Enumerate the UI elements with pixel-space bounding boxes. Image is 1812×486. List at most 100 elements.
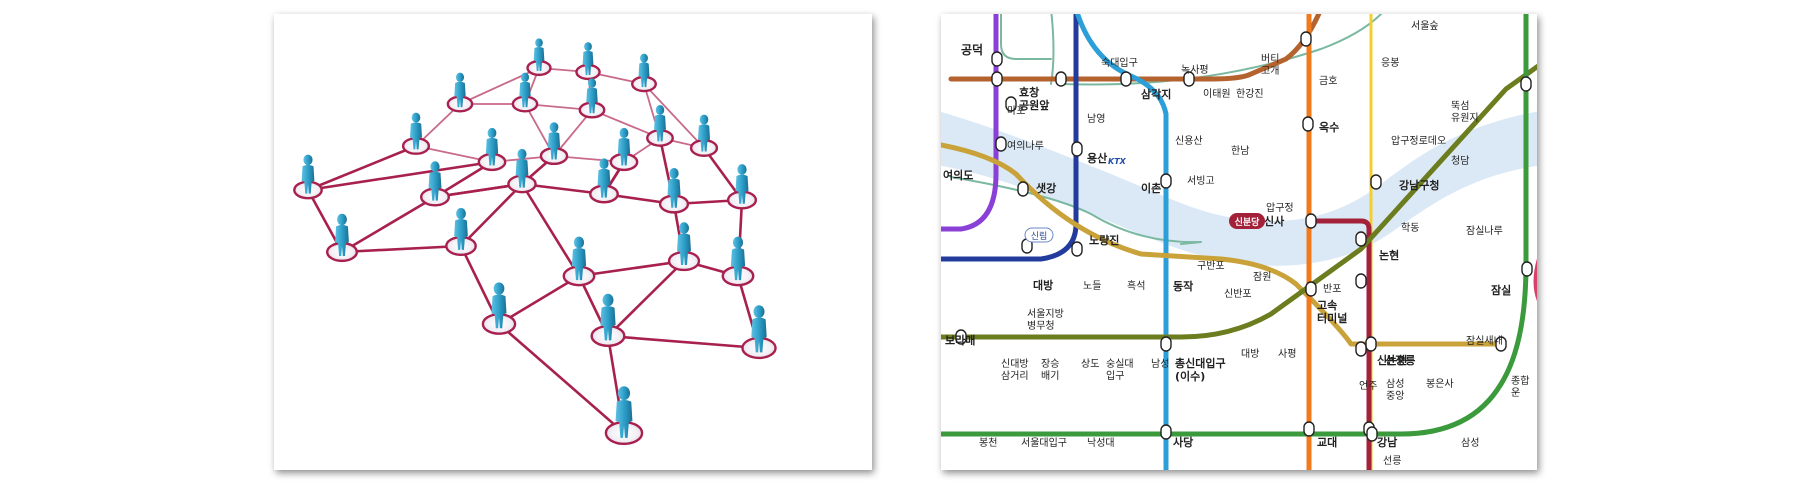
network-node — [646, 105, 674, 147]
station-label-cheongdam: 청담 — [1451, 155, 1469, 167]
station-label-hakdong: 학동 — [1401, 222, 1419, 234]
network-edge — [497, 322, 626, 435]
network-edge — [606, 334, 761, 350]
station-marker — [1303, 421, 1315, 437]
station-marker — [1160, 424, 1172, 440]
station-marker — [991, 51, 1003, 67]
station-label-hangangjin: 한강진 — [1236, 88, 1264, 100]
line-gyeongui-top — [1000, 14, 1052, 60]
network-node — [401, 112, 431, 155]
sillim-badge: 신림 — [1024, 227, 1054, 243]
station-label-daebang2: 대방 — [1241, 348, 1259, 360]
network-node — [658, 167, 690, 214]
station-marker — [1300, 31, 1312, 47]
station-marker — [1305, 213, 1317, 229]
station-marker — [1355, 231, 1367, 247]
network-node — [631, 53, 657, 93]
station-label-jamsilnaru: 잠실나루 — [1466, 225, 1503, 237]
station-label-yeouinaru: 여의나루 — [1007, 140, 1044, 152]
network-edge — [606, 259, 686, 338]
station-label-heukseok: 흑석 — [1127, 279, 1145, 292]
station-label-ichon: 이촌 — [1141, 181, 1161, 195]
station-label-bongcheon: 봉천 — [979, 437, 997, 449]
station-label-yeouido: 여의도 — [943, 168, 973, 182]
line-2 — [941, 14, 1529, 437]
line-5 — [941, 14, 999, 232]
network-node — [511, 72, 539, 113]
station-marker — [955, 329, 967, 345]
line-9 — [941, 142, 1504, 347]
station-label-noksapyeong: 녹사평 — [1181, 64, 1209, 76]
network-edge — [643, 83, 705, 149]
station-label-gubanpo: 구반포 — [1197, 260, 1225, 272]
network-node — [604, 386, 644, 446]
station-label-eonju: 언주 — [1359, 380, 1377, 392]
station-label-apgujeong: 압구정 — [1266, 201, 1294, 214]
network-node — [562, 236, 596, 287]
station-label-sookdae: 숙대입구 — [1101, 56, 1138, 69]
station-marker — [1055, 71, 1067, 87]
station-marker — [1520, 76, 1532, 92]
station-label-gongdeok: 공덕 — [961, 42, 983, 57]
network-node — [539, 122, 569, 166]
network-node — [726, 164, 758, 210]
station-label-banpo: 반포 — [1323, 283, 1341, 295]
network-node — [507, 148, 537, 194]
station-marker — [1305, 281, 1317, 297]
station-label-samseong: 삼성 — [1461, 437, 1479, 449]
station-label-bongeunsa: 봉은사 — [1426, 378, 1454, 390]
station-label-jamwon: 잠원 — [1253, 271, 1271, 283]
line-extra — [1533, 258, 1537, 301]
network-edge — [306, 160, 494, 192]
station-label-oksu: 옥수 — [1319, 121, 1339, 134]
station-marker — [1521, 261, 1533, 277]
network-edge — [306, 144, 418, 192]
network-edge — [459, 182, 524, 248]
station-marker — [1302, 116, 1314, 132]
station-marker — [1017, 181, 1029, 197]
station-label-sinsa: 신사 — [1264, 214, 1285, 228]
network-diagram-panel — [274, 14, 872, 470]
network-node — [419, 161, 451, 207]
station-label-nodeul: 노들 — [1083, 280, 1101, 292]
line-airport — [1050, 14, 1055, 85]
network-node — [446, 72, 474, 113]
line-gyeongui — [950, 176, 1202, 245]
station-label-jamsilsaenae: 잠실새내 — [1466, 335, 1503, 347]
network-node — [578, 78, 606, 119]
network-node — [609, 127, 639, 172]
station-label-dongjak: 동작 — [1173, 279, 1193, 293]
han-river — [941, 111, 1537, 266]
station-label-seoulsup: 서울숲 — [1411, 20, 1439, 32]
station-label-seobinggo: 서빙고 — [1187, 175, 1215, 187]
station-label-jamsil: 잠실 — [1491, 283, 1511, 297]
svg-text:신림: 신림 — [1031, 230, 1048, 242]
network-edge — [520, 182, 581, 278]
station-label-eungbong: 응봉 — [1381, 57, 1399, 69]
station-marker — [1120, 71, 1132, 87]
ktx-badge: KTX — [1108, 157, 1127, 166]
station-marker — [1370, 174, 1382, 190]
station-label-seolleung: 선릉 — [1383, 455, 1401, 467]
station-label-seouldae: 서울대입구 — [1021, 436, 1067, 449]
station-marker — [1366, 426, 1378, 442]
station-label-geumho: 금호 — [1319, 75, 1337, 87]
station-marker — [995, 136, 1007, 152]
station-label-namyeong: 남영 — [1087, 113, 1105, 125]
station-label-sadang: 사당 — [1173, 435, 1193, 449]
network-node — [293, 154, 323, 200]
network-node — [741, 305, 777, 360]
station-label-nonhyeon: 논현 — [1379, 248, 1399, 262]
station-label-gangnam: 강남 — [1377, 435, 1397, 449]
station-label-daebang: 대방 — [1033, 278, 1053, 292]
